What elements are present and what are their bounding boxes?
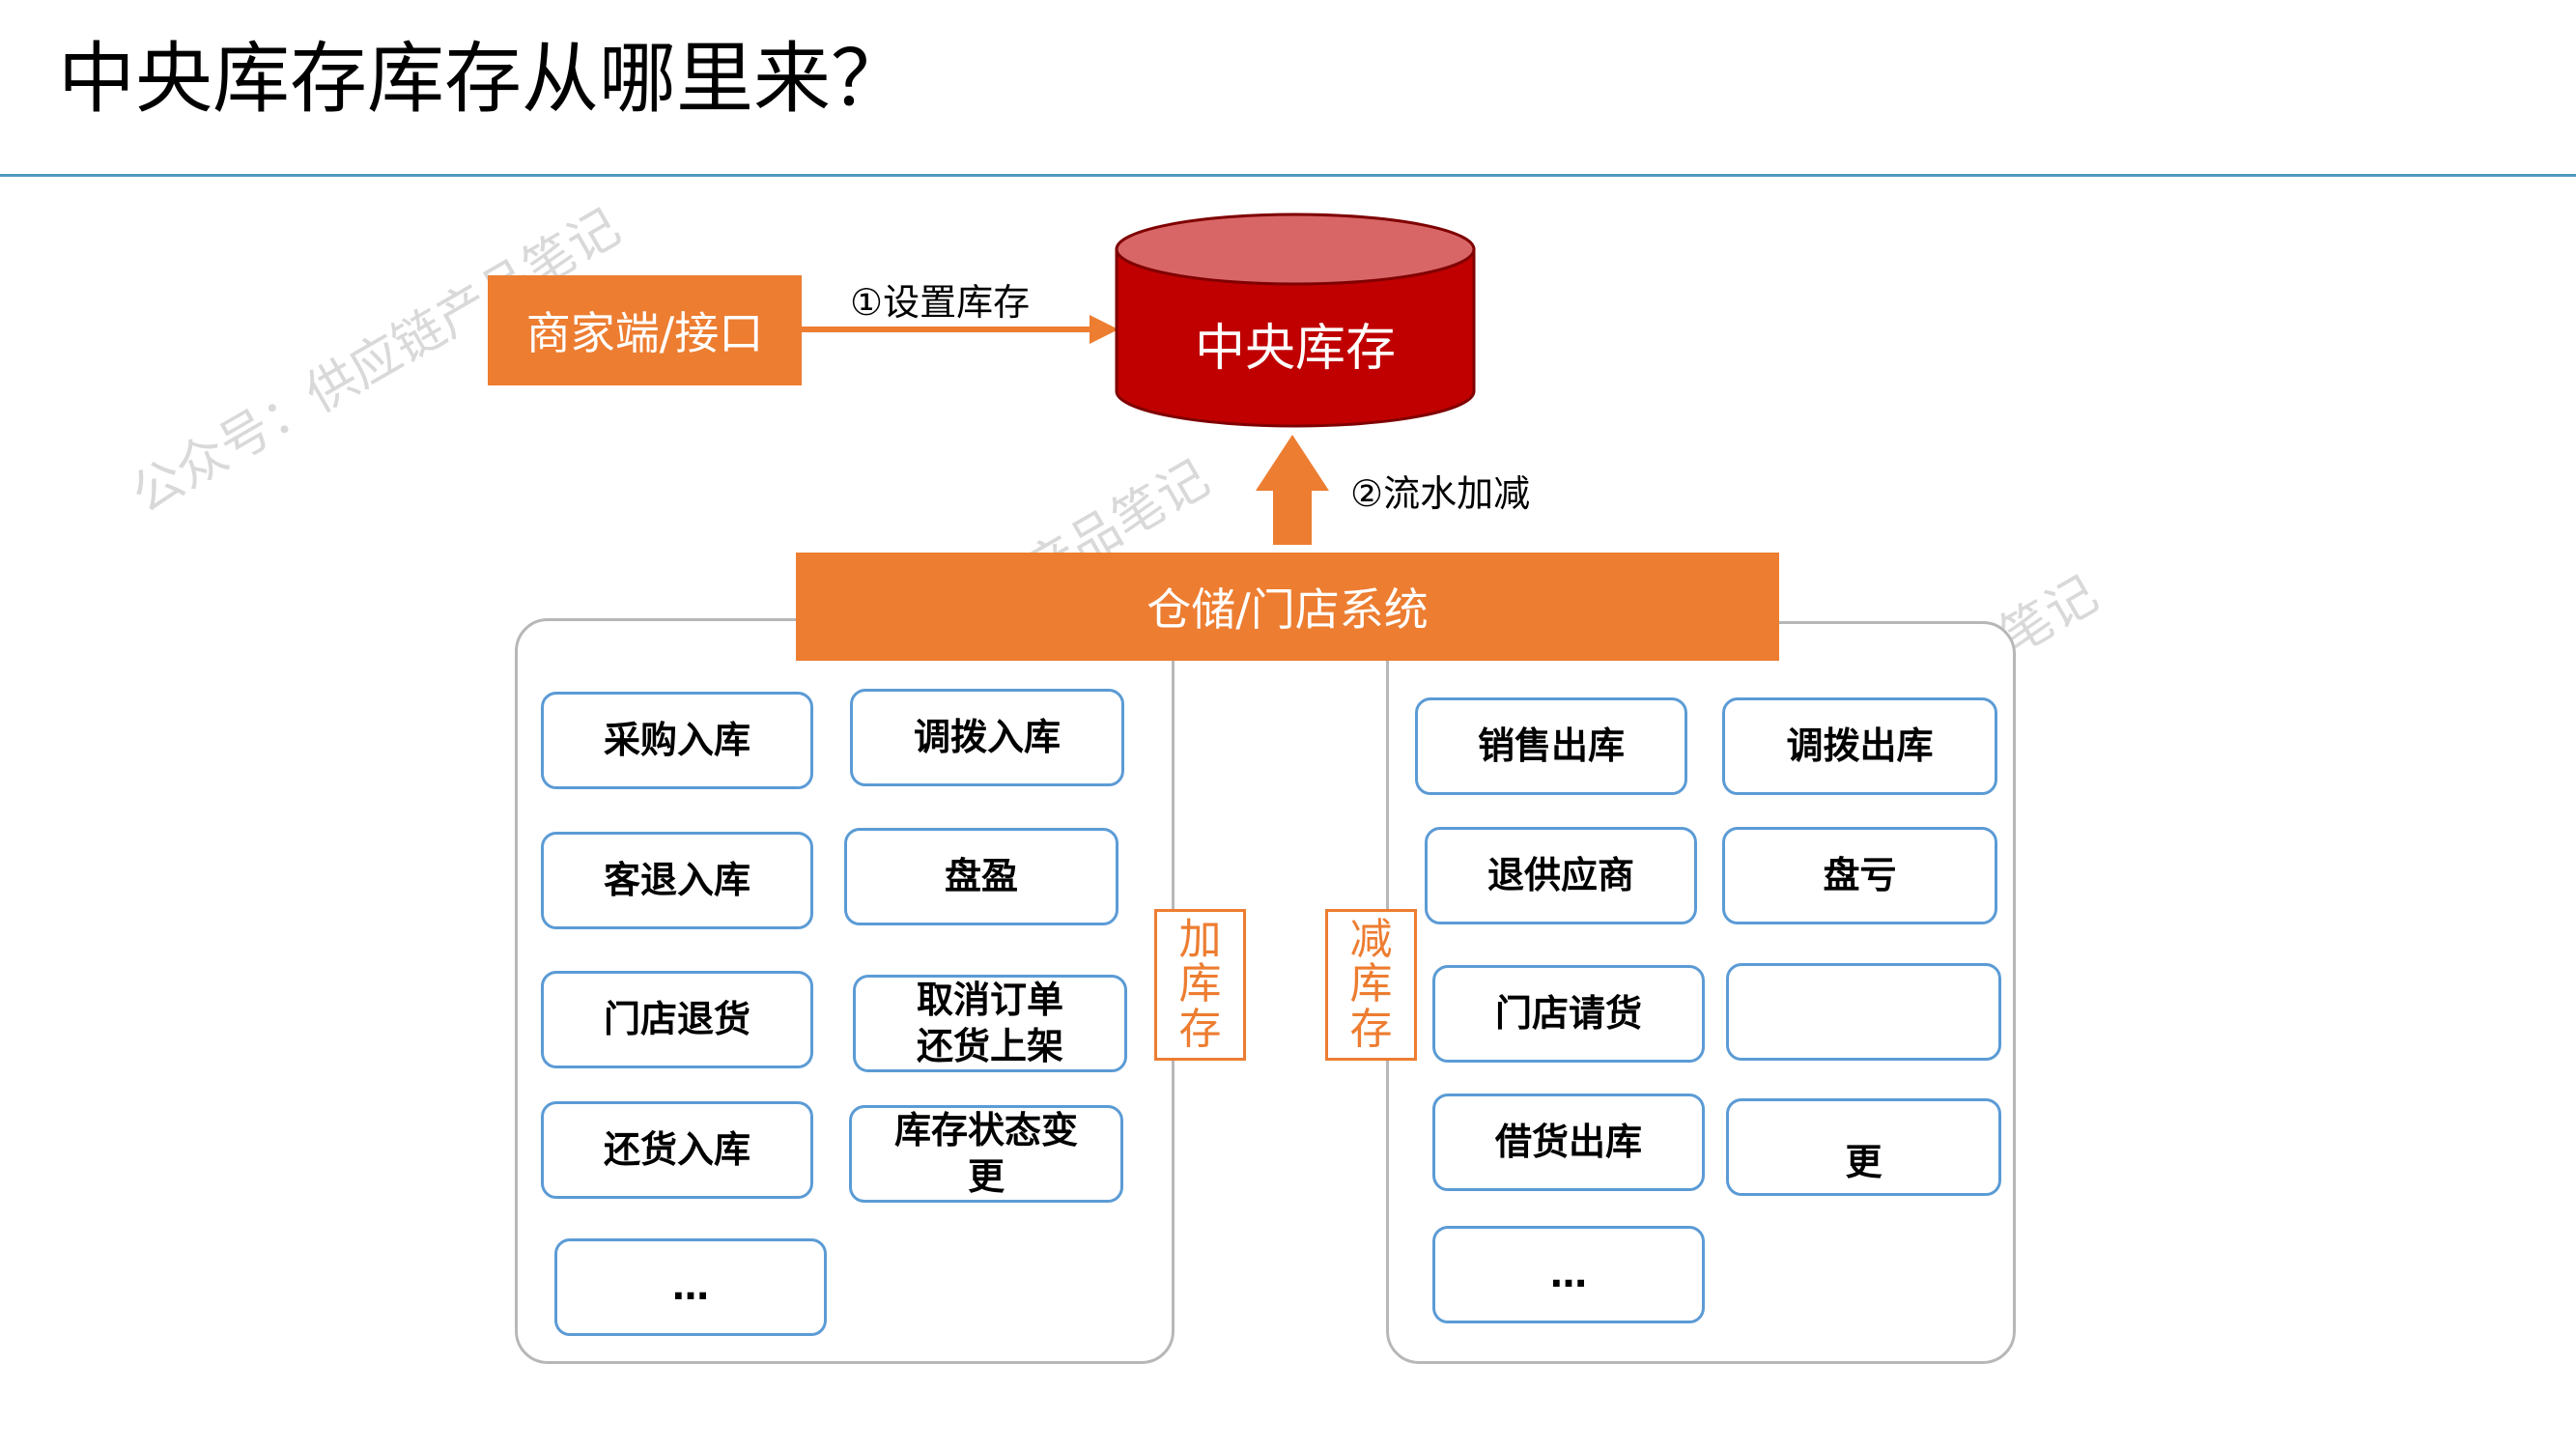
decrease-item: 调拨出库: [1722, 697, 1997, 795]
decrease-item: 盘亏: [1722, 827, 1997, 924]
decrease-item: [1726, 963, 2001, 1061]
central-stock-label: 中央库存: [1194, 319, 1396, 378]
arrow-flow-label: ②流水加减: [1350, 472, 1531, 515]
arrow-flow-head: [1256, 435, 1329, 491]
merchant-interface-box: 商家端/接口: [488, 275, 802, 385]
decrease-item: …: [1432, 1226, 1705, 1323]
title-divider: [0, 174, 2576, 177]
decrease-item: 退供应商: [1425, 827, 1697, 924]
decrease-item: 门店请货: [1432, 965, 1705, 1063]
decrease-item: 借货出库: [1432, 1094, 1705, 1191]
increase-item: 调拨入库: [850, 689, 1124, 786]
increase-stock-label: 加库存: [1154, 909, 1246, 1061]
increase-item: 还货入库: [541, 1101, 813, 1199]
page-title: 中央库存库存从哪里来？: [58, 34, 908, 124]
decrease-item: 销售出库: [1415, 697, 1687, 795]
arrow-head-set-stock: [1090, 315, 1118, 344]
increase-item: 取消订单 还货上架: [853, 975, 1127, 1072]
increase-item: 采购入库: [541, 692, 813, 789]
arrow-set-stock-label: ①设置库存: [850, 281, 1031, 324]
decrease-stock-label: 减库存: [1325, 909, 1417, 1061]
decrease-item: 更: [1726, 1098, 2001, 1196]
arrow-flow-shaft: [1273, 490, 1312, 545]
increase-item: 库存状态变 更: [849, 1105, 1123, 1203]
increase-item: …: [554, 1238, 827, 1336]
increase-item: 盘盈: [844, 828, 1118, 925]
warehouse-store-system-bar: 仓储/门店系统: [796, 553, 1779, 661]
central-stock-database: [1115, 213, 1476, 428]
increase-item: 门店退货: [541, 971, 813, 1068]
increase-item: 客退入库: [541, 832, 813, 929]
